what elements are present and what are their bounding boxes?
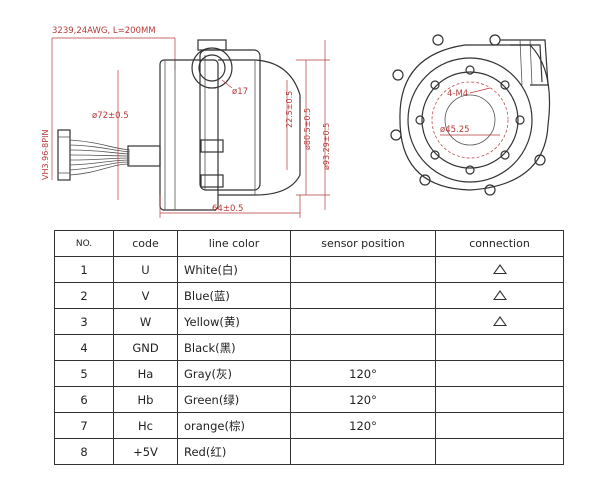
cell-sensor-position <box>290 256 436 283</box>
side-view: 3239,24AWG, L=200MM VH3.96-8PIN ø72±0.5 <box>41 26 331 218</box>
cell-sensor-position: 120° <box>290 386 436 413</box>
dim-4-m4: 4-M4 <box>447 89 468 99</box>
cable-spec-label: 3239,24AWG, L=200MM <box>52 26 156 36</box>
cell-sensor-position <box>290 438 436 465</box>
cell-no: 2 <box>54 282 114 309</box>
header-connection: connection <box>435 230 564 257</box>
cell-line-color: orange(棕) <box>177 412 291 439</box>
cell-sensor-position <box>290 308 436 335</box>
cell-connection <box>435 386 564 413</box>
cell-code: U <box>113 256 178 283</box>
cell-code: Ha <box>113 360 178 387</box>
front-view: 4-M4 ø45.25 <box>390 34 551 196</box>
cell-line-color: Yellow(黄) <box>177 308 291 335</box>
dim-93-29: ø93.29±0.5 <box>322 123 331 170</box>
cell-no: 1 <box>54 256 114 283</box>
cell-no: 7 <box>54 412 114 439</box>
cell-no: 8 <box>54 438 114 465</box>
cell-line-color: Red(红) <box>177 438 291 465</box>
header-code: code <box>113 230 178 257</box>
delta-connection-icon <box>492 263 507 274</box>
delta-connection-icon <box>492 289 507 300</box>
cell-line-color: White(白) <box>177 256 291 283</box>
dim-64: 64±0.5 <box>212 204 243 214</box>
cell-code: GND <box>113 334 178 361</box>
cell-no: 4 <box>54 334 114 361</box>
cell-connection <box>435 308 564 335</box>
cell-connection <box>435 438 564 465</box>
cell-connection <box>435 282 564 309</box>
cell-connection <box>435 360 564 387</box>
cell-code: +5V <box>113 438 178 465</box>
cell-code: Hc <box>113 412 178 439</box>
cell-sensor-position <box>290 334 436 361</box>
cell-line-color: Green(绿) <box>177 386 291 413</box>
cell-line-color: Gray(灰) <box>177 360 291 387</box>
dim-17: ø17 <box>232 87 248 97</box>
connector-label: VH3.96-8PIN <box>41 130 50 180</box>
header-line-color: line color <box>177 230 291 257</box>
dim-45-25: ø45.25 <box>440 125 470 135</box>
cell-code: Hb <box>113 386 178 413</box>
dim-72: ø72±0.5 <box>92 111 129 121</box>
cell-code: W <box>113 308 178 335</box>
cell-connection <box>435 256 564 283</box>
cell-line-color: Blue(蓝) <box>177 282 291 309</box>
dim-80-5: ø80.5±0.5 <box>303 108 312 150</box>
cell-sensor-position: 120° <box>290 412 436 439</box>
cell-no: 3 <box>54 308 114 335</box>
cell-no: 6 <box>54 386 114 413</box>
dim-22-5: 22.5±0.5 <box>285 91 294 128</box>
wiring-table: NO. code line color sensor position conn… <box>54 230 564 465</box>
cell-code: V <box>113 282 178 309</box>
table-header-row: NO. code line color sensor position conn… <box>54 230 564 257</box>
cell-sensor-position <box>290 282 436 309</box>
header-no: NO. <box>54 230 114 257</box>
cell-no: 5 <box>54 360 114 387</box>
technical-drawing: 3239,24AWG, L=200MM VH3.96-8PIN ø72±0.5 <box>41 26 551 218</box>
cell-connection <box>435 334 564 361</box>
cell-connection <box>435 412 564 439</box>
cell-sensor-position: 120° <box>290 360 436 387</box>
cell-line-color: Black(黑) <box>177 334 291 361</box>
delta-connection-icon <box>492 315 507 326</box>
header-sensor-position: sensor position <box>290 230 436 257</box>
